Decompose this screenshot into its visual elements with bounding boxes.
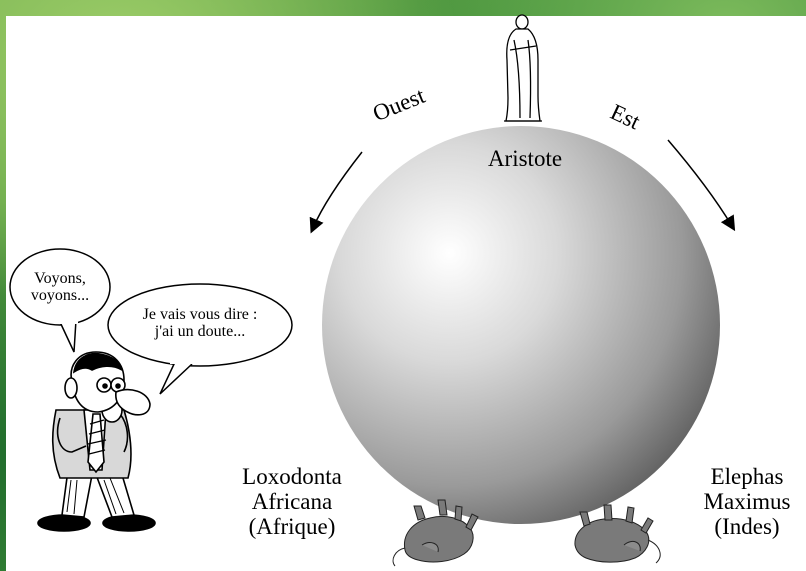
african-elephant-label-line1: Loxodonta <box>222 464 362 489</box>
large-bubble-line1: Je vais vous dire : <box>112 306 288 323</box>
indian-elephant <box>575 505 660 563</box>
aristotle-figure <box>504 15 542 121</box>
aristotle-label: Aristote <box>475 146 575 171</box>
african-elephant-label-line2: Africana <box>222 489 362 514</box>
african-elephant-label-line3: (Afrique) <box>222 514 362 539</box>
globe <box>322 126 720 524</box>
large-bubble-line2: j'ai un doute... <box>112 323 288 340</box>
african-elephant-label: Loxodonta Africana (Afrique) <box>222 464 362 539</box>
indian-elephant-label-line2: Maximus <box>688 489 806 514</box>
indian-elephant-label-line3: (Indes) <box>688 514 806 539</box>
indian-elephant-label: Elephas Maximus (Indes) <box>688 464 806 539</box>
small-bubble-line1: Voyons, <box>12 270 108 287</box>
indian-elephant-label-line1: Elephas <box>688 464 806 489</box>
small-bubble-line2: voyons... <box>12 287 108 304</box>
large-bubble-text: Je vais vous dire : j'ai un doute... <box>112 306 288 340</box>
thinking-man <box>38 352 155 531</box>
small-bubble-text: Voyons, voyons... <box>12 270 108 304</box>
